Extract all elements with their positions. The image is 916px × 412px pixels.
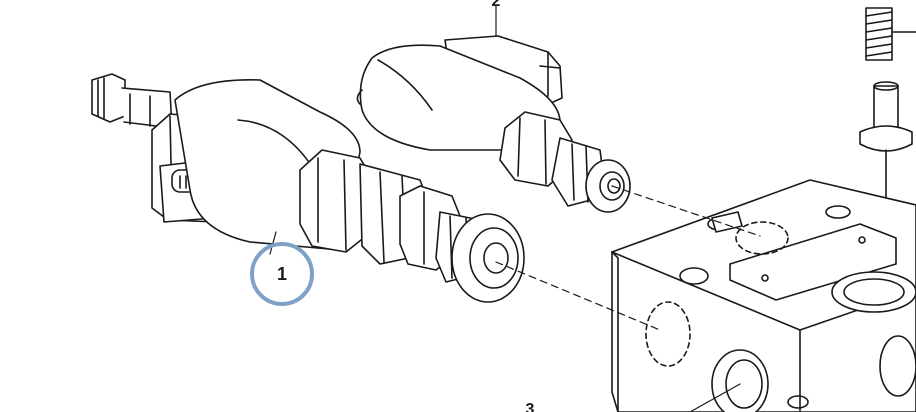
callout-1-highlight-ring: [250, 242, 314, 306]
assembly-lines: [269, 5, 761, 412]
callout-1-label: 1: [277, 264, 287, 284]
valve-block-3: [611, 179, 916, 412]
callout-2-label: 2: [492, 0, 501, 10]
solenoid-valve-1: [91, 73, 525, 303]
solenoid-valve-2: [356, 35, 631, 213]
callout-3-label: 3: [526, 401, 535, 412]
spring-and-bolt: [859, 7, 916, 412]
